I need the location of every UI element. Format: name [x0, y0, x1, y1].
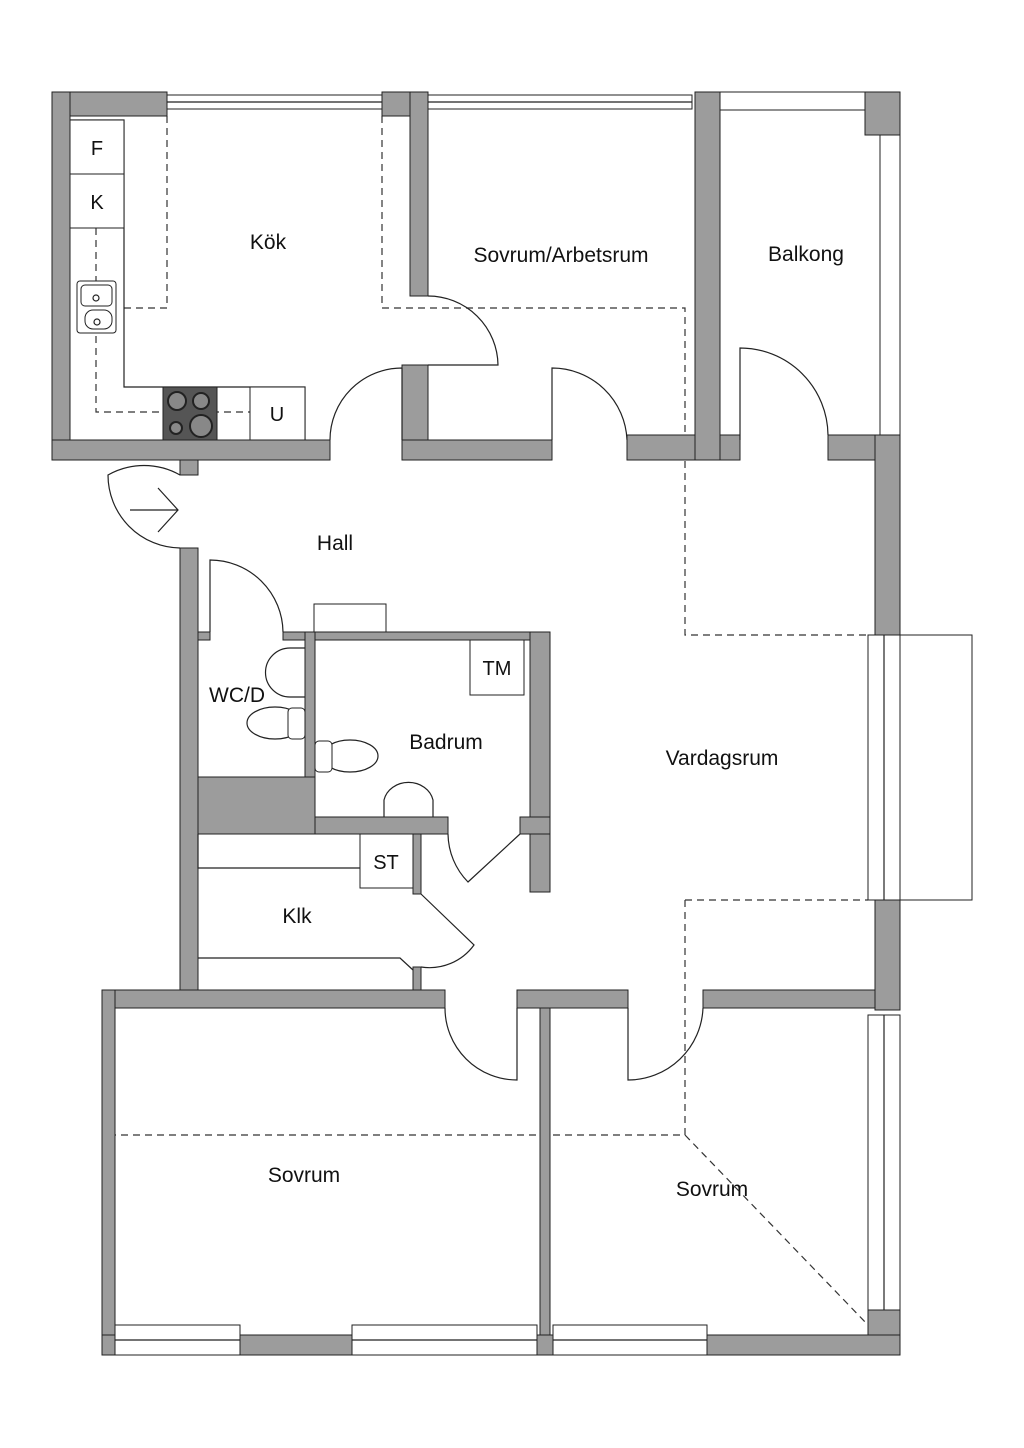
entrance-arrow-icon [130, 487, 179, 533]
storage-label: ST [373, 852, 399, 874]
zone-lines [95, 116, 869, 1326]
freezer-label: K [90, 192, 104, 214]
room-label-vardagsrum: Vardagsrum [666, 747, 779, 770]
room-label-klk: Klk [282, 905, 312, 928]
freezer-box [69, 173, 125, 229]
doors [107, 295, 829, 1081]
fridge-box [69, 119, 125, 175]
wc-sink-icon [264, 647, 305, 698]
door-closet [420, 893, 475, 969]
bath-fixtures: TM ST [197, 603, 525, 971]
door-entrance [107, 464, 181, 549]
walls [51, 91, 901, 1356]
room-label-hall: Hall [317, 532, 353, 555]
door-bedroom-office [551, 367, 628, 441]
oven-box [249, 386, 306, 441]
bath-sink-icon [383, 781, 434, 817]
room-label-badrum: Badrum [409, 731, 483, 754]
room-label-wc: WC/D [209, 684, 265, 707]
washer-box [469, 639, 525, 696]
room-label-sovrum-arbetsrum: Sovrum/Arbetsrum [473, 244, 648, 267]
room-labels: Kök Sovrum/Arbetsrum Balkong Hall WC/D B… [209, 231, 844, 1201]
door-sovrum-arbetsrum [427, 295, 499, 366]
door-wc [209, 559, 284, 633]
door-bathroom [447, 833, 521, 883]
door-bedroom-left [444, 1007, 518, 1081]
room-label-kok: Kök [250, 231, 287, 254]
washer-label: TM [483, 658, 512, 680]
hall-shelf [313, 603, 387, 633]
kitchen-fixtures: F K U [69, 119, 306, 441]
room-label-sovrum-left: Sovrum [268, 1164, 340, 1187]
fridge-label: F [91, 138, 103, 160]
door-bedroom-right [627, 1007, 704, 1081]
storage-box [359, 833, 414, 889]
door-kitchen [329, 367, 403, 441]
room-label-sovrum-right: Sovrum [676, 1178, 748, 1201]
sink-icon [76, 280, 117, 334]
room-label-balkong: Balkong [768, 243, 844, 266]
oven-label: U [270, 404, 284, 426]
windows [114, 91, 973, 1356]
stove-icon [162, 386, 218, 441]
door-balcony [739, 347, 829, 440]
